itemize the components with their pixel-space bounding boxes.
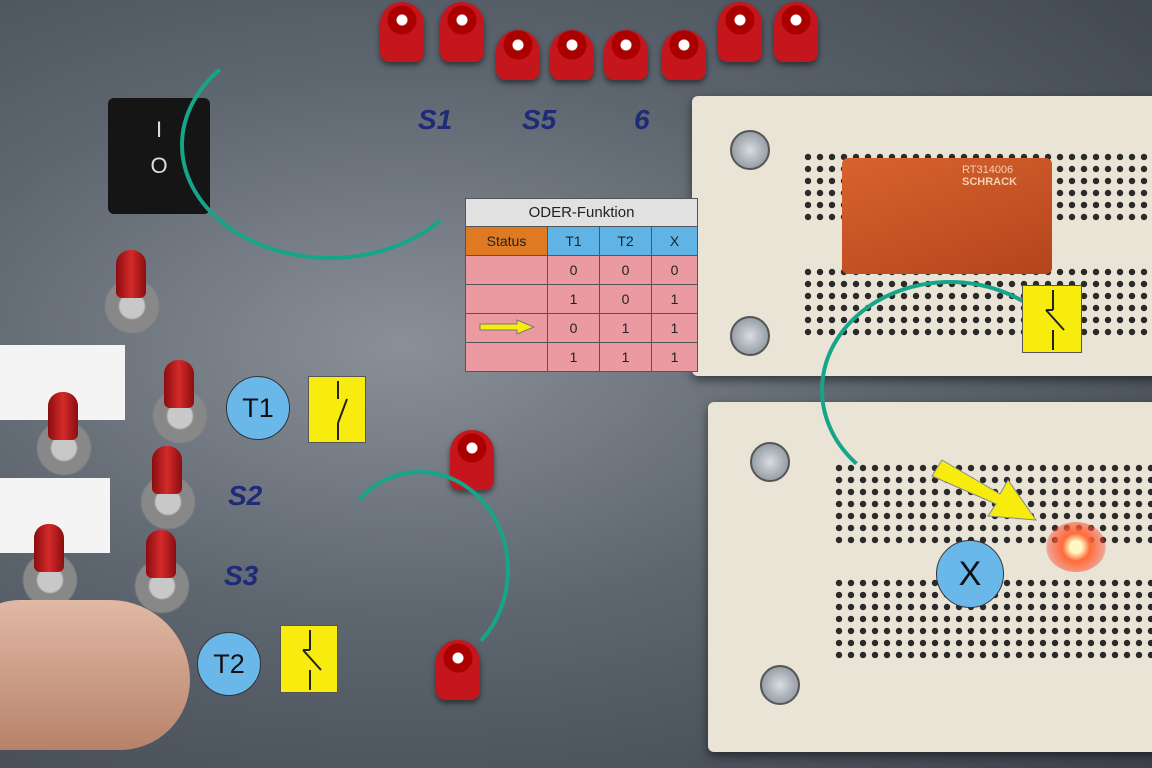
screw [760, 665, 800, 705]
handwritten-label-s1: S1 [418, 104, 453, 135]
handwritten-label-s3: S3 [224, 560, 259, 591]
handwritten-label-s5: S5 [522, 104, 557, 135]
label-t2: T2 [197, 632, 261, 696]
status-cell [465, 284, 548, 314]
wire [330, 470, 510, 670]
cell-t1: 1 [547, 284, 600, 314]
cell-t2: 1 [599, 342, 652, 372]
handwritten-label-6: 6 [634, 104, 650, 135]
wire [820, 280, 1080, 500]
screw [730, 130, 770, 170]
rocker-off-mark: O [150, 153, 168, 178]
cell-x: 1 [651, 313, 698, 343]
cell-t2: 1 [599, 313, 652, 343]
screw [750, 442, 790, 482]
toggle-switch [36, 392, 92, 476]
arrow-pointer-icon [931, 459, 1038, 521]
cell-t1: 0 [547, 255, 600, 285]
wire [180, 30, 480, 260]
socket [662, 30, 706, 80]
socket [774, 2, 818, 62]
finger [0, 600, 190, 750]
relay-brand: SCHRACK [962, 176, 1017, 188]
toggle-switch-s3 [134, 530, 190, 614]
led-lit [1046, 522, 1106, 572]
socket [440, 2, 484, 62]
table-row: 0 0 0 [465, 255, 698, 285]
socket [496, 30, 540, 80]
table-row: 1 1 1 [465, 342, 698, 372]
handwritten-label-s2: S2 [228, 480, 263, 511]
header-t2: T2 [599, 226, 652, 256]
cell-t2: 0 [599, 284, 652, 314]
cell-t2: 0 [599, 255, 652, 285]
socket [550, 30, 594, 80]
relay: RT314006 SCHRACK [842, 158, 1052, 274]
cell-x: 1 [651, 284, 698, 314]
cell-t1: 1 [547, 342, 600, 372]
socket [718, 2, 762, 62]
header-x: X [651, 226, 698, 256]
screw [730, 316, 770, 356]
header-t1: T1 [547, 226, 600, 256]
header-status: Status [465, 226, 548, 256]
socket [604, 30, 648, 80]
status-cell [465, 313, 548, 343]
table-title: ODER-Funktion [465, 198, 698, 227]
normally-open-switch-symbol [308, 376, 366, 443]
normally-closed-switch-symbol [280, 625, 338, 693]
relay-contact-symbol [1022, 285, 1082, 353]
cell-x: 0 [651, 255, 698, 285]
toggle-switch-s1 [152, 360, 208, 444]
label-t1: T1 [226, 376, 290, 440]
table-row-active: 0 1 1 [465, 313, 698, 343]
toggle-switch [104, 250, 160, 334]
status-cell [465, 255, 548, 285]
cell-x: 1 [651, 342, 698, 372]
toggle-switch [22, 524, 78, 608]
rocker-on-mark: I [155, 117, 163, 142]
cell-t1: 0 [547, 313, 600, 343]
toggle-switch-s2 [140, 446, 196, 530]
table-row: 1 0 1 [465, 284, 698, 314]
status-cell [465, 342, 548, 372]
truth-table: ODER-Funktion Status T1 T2 X 0 0 0 1 0 1… [465, 198, 698, 372]
relay-model: RT314006 [962, 164, 1014, 176]
arrow-right-icon [479, 318, 535, 335]
label-x: X [936, 540, 1004, 608]
